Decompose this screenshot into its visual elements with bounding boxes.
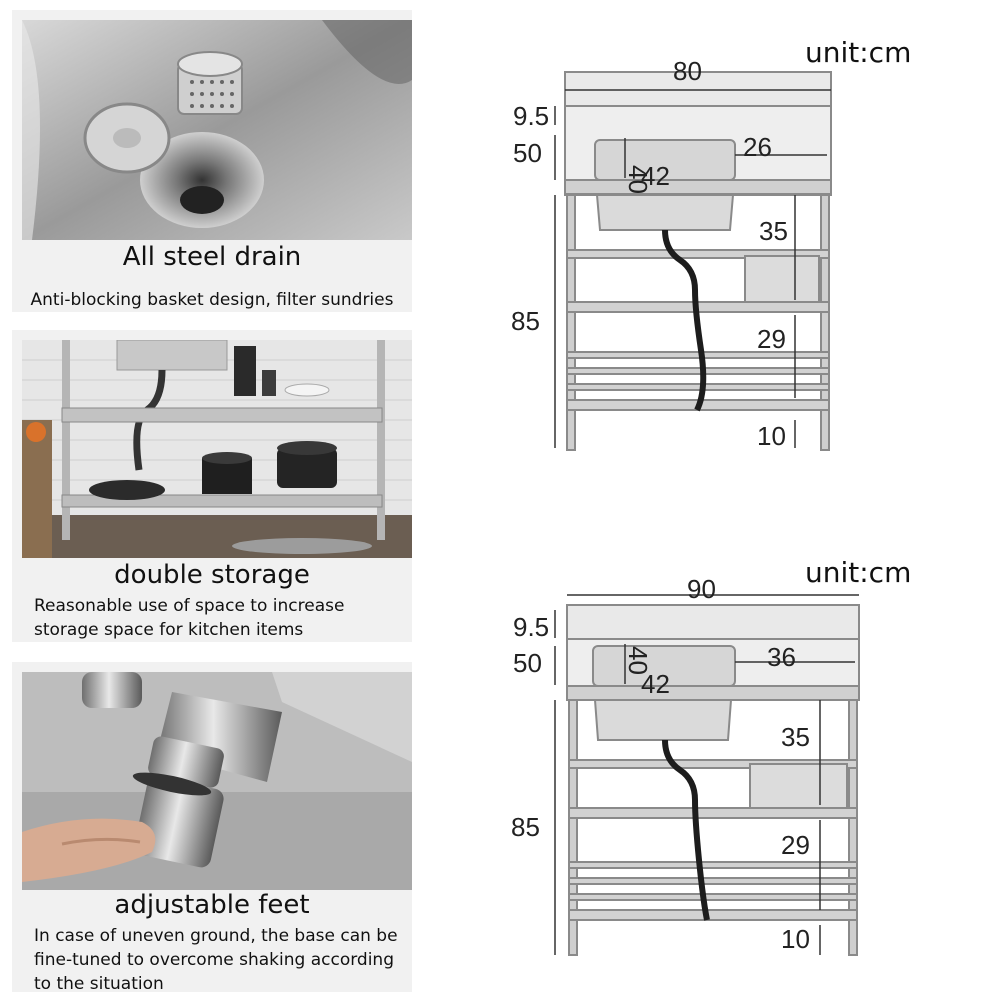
- bowl-depth-dim: 40: [623, 165, 653, 194]
- top-height-dim: 9.5: [513, 101, 549, 131]
- sink-drawing: 90 9.5 50 85 40 42 36 35 29 10: [511, 574, 860, 956]
- unit-label: unit:cm: [805, 36, 912, 69]
- drop1-dim: 35: [759, 216, 788, 246]
- drop2-dim: 29: [781, 830, 810, 860]
- storage-shelf-photo: [22, 340, 412, 558]
- unit-label: unit:cm: [805, 556, 912, 589]
- width-dim: 90: [687, 574, 716, 604]
- drop1-dim: 35: [781, 722, 810, 752]
- adjustable-foot-photo: [22, 672, 412, 890]
- bowl-width-dim: 42: [641, 669, 670, 699]
- top-height-dim: 9.5: [513, 612, 549, 642]
- bowl-width-dim: 42: [641, 161, 670, 191]
- drain-basket-photo: [22, 20, 412, 240]
- feature-panel-feet: adjustable feet In case of uneven ground…: [12, 662, 412, 994]
- bowl-depth-dim: 40: [623, 646, 653, 675]
- side-width-dim: 36: [767, 642, 796, 672]
- feature-title: All steel drain: [122, 242, 302, 272]
- feature-description: Anti-blocking basket design, filter sund…: [30, 290, 394, 310]
- foot-dim: 10: [757, 421, 786, 451]
- foot-dim: 10: [781, 924, 810, 954]
- dimension-diagram-90: unit:cm: [505, 550, 925, 990]
- side-width-dim: 26: [743, 132, 772, 162]
- sink-drawing: 80 9.5 50 85 40 42 26 35 29 10: [511, 56, 832, 451]
- feature-description: In case of uneven ground, the base can b…: [34, 926, 398, 994]
- feature-description: Reasonable use of space to increase stor…: [34, 596, 345, 640]
- feature-panel-drain: All steel drain Anti-blocking basket des…: [12, 10, 412, 312]
- feature-panel-storage: double storage Reasonable use of space t…: [12, 330, 412, 642]
- total-height-dim: 85: [511, 306, 540, 336]
- dimension-diagram-80: unit:cm: [505, 30, 925, 470]
- total-height-dim: 85: [511, 812, 540, 842]
- feature-title: adjustable feet: [114, 890, 310, 920]
- width-dim: 80: [673, 56, 702, 86]
- depth-dim: 50: [513, 138, 542, 168]
- feature-title: double storage: [114, 560, 310, 590]
- drop2-dim: 29: [757, 324, 786, 354]
- depth-dim: 50: [513, 648, 542, 678]
